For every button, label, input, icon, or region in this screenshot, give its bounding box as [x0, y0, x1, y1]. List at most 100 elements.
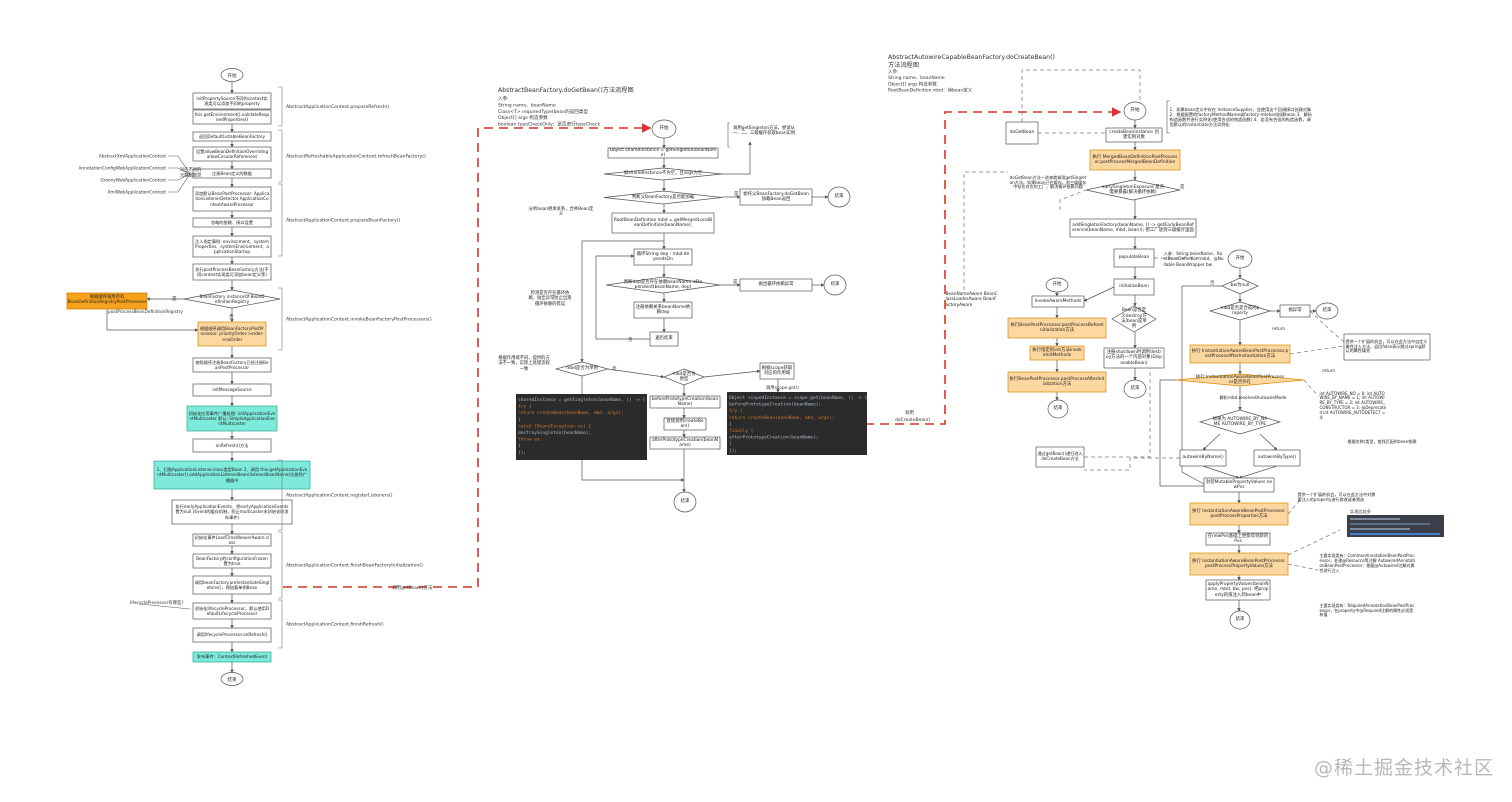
code-thumbnail: [1347, 515, 1444, 537]
code-line: }: [518, 443, 521, 449]
refresh-step: 1、扫描ApplicationListener.class类型Bean 2、调用…: [153, 460, 311, 490]
right-decision: mbd是否是合成的property: [1208, 301, 1272, 321]
lifecycle-note: lifecycleProcessor有哪些?: [130, 599, 184, 606]
code-line: sharedInstance = getSingleton(beanName, …: [518, 397, 646, 403]
right-step-label: 注册shutdown时调用destroy方法的一个内部对象(Disposable…: [1105, 350, 1163, 366]
left-end-label: 结束: [227, 676, 237, 683]
right-note-label: BeanNameAware BeanClassLoaderAware BeanF…: [945, 292, 998, 308]
refresh-step: 初始化事件LoadTimeWeaverAware.class: [192, 533, 272, 547]
code-line: try {: [729, 408, 743, 414]
right-note-label: 1、如果bean定义中存在 InstanceSupplier，会使用这个回调接口…: [1169, 106, 1313, 128]
mid-decision: mbd是否为原型: [663, 368, 705, 386]
right-step: createBeanInstance 创建实例对象: [1105, 127, 1163, 143]
right-param: 入参:: [888, 68, 899, 75]
right-decision-label: 执行 InstantiationAwareBeanPostProcessor是否…: [1195, 374, 1285, 385]
refresh-flowchart: 开始 initPropertySource不同的context实现类可以添加不同…: [66, 68, 432, 686]
right-decision-label: earlySingletonExposure 是否需要暴露(解决循环依赖): [1101, 184, 1165, 195]
code-line: });: [518, 450, 526, 456]
right-step: 抛异常: [1279, 304, 1311, 318]
dogetbean-box-label: doGetBean: [1009, 130, 1035, 136]
mid-title: AbstractBeanFactory.doGetBean()方法流程图: [498, 86, 634, 94]
mid-decision: mbd是否为单例: [554, 361, 610, 377]
refresh-step-label: 忽略的依赖、接口设置: [211, 219, 253, 225]
right-step: populateBean: [1113, 248, 1155, 268]
code-line: return createBean(beanName, mbd, args);: [729, 415, 835, 421]
right-step-label: addSingletonFactory(beanName, () -> getE…: [1072, 222, 1194, 233]
refresh-step-label: 添加默认BeanPostProcessor: ApplicationListen…: [194, 191, 270, 207]
right-step: initializeBean: [1113, 278, 1155, 296]
mid-note: 分析bean继承关系，合并Bean定义: [529, 207, 594, 217]
mid-step-label: 抛出循环依赖异常: [758, 282, 794, 288]
right-note-label: 主要实现类有：RequiredAnnotationBeanPostProcess…: [1319, 602, 1415, 618]
right-decision-label: mbd是否是合成的property: [1220, 305, 1260, 316]
context-class-label: XmlWebApplicationContext: [107, 190, 166, 196]
refresh-step: 设置allowBeanDefinitionOverriding allowCir…: [192, 146, 272, 162]
refresh-step: 调用beanFactory.preInstantiateSingletons()…: [192, 575, 272, 595]
mid-step: 抛出循环依赖异常: [739, 278, 813, 292]
return-label: return: [1272, 326, 1285, 332]
mid-decision-label: mbd是否为原型: [672, 371, 696, 382]
mid-step: afterPrototypeCreation(beanName): [649, 436, 721, 450]
mid-step-label: RootBeanDefinition mbd = getMergedLocalB…: [613, 217, 713, 228]
right-note: 根据名称/类型，查找匹配的bean依赖: [1348, 439, 1417, 444]
left-no-label: 否: [229, 314, 234, 320]
code-line: }: [518, 417, 521, 423]
section-label: AbstractApplicationContext.prepareBeanFa…: [286, 218, 401, 224]
context-class-label: AnnotationConfigWebApplicationContext: [78, 166, 166, 172]
code-block-singleton: [516, 394, 647, 460]
mid-note-label: 调用getSingleton方法，尝试从一、二、三级缓存获取bean实例: [732, 125, 796, 136]
mid-step-label: afterPrototypeCreation(beanName): [651, 437, 719, 448]
right-step: 执行 InstantiationAwareBeanPostProcessor.p…: [1189, 502, 1289, 526]
refresh-step-label: 初始化事件LoadTimeWeaverAware.class: [194, 534, 270, 545]
refresh-step-label: 调用lifecycleProcessor.onRefresh(): [196, 632, 268, 638]
mid-step-label: 注册依赖关系beanName依赖dep: [635, 304, 691, 315]
refresh-step: BeanFactory的configurationFrozen置为true: [192, 553, 272, 569]
mid-step-label: 根据scope获取对应的作用域: [761, 365, 793, 376]
bdrpp-label: 根据顺序调用所有BeanDefinitionRegistryPostProces…: [67, 295, 147, 306]
mid-end-node-label: 结束: [834, 194, 844, 200]
context-class-label: GroovyWebApplicationContext: [100, 178, 166, 184]
code-line: }: [729, 421, 732, 427]
right-decision-label: bw为null: [1230, 283, 1250, 289]
mid-decision-label: 判断dep是否存在依赖beanName isDependent(beanName…: [623, 279, 703, 290]
right-param: Object[] args 构造参数: [888, 80, 937, 87]
mid-step: beforePrototypeCreation(beanName): [649, 395, 721, 409]
mid-param: 入参:: [498, 95, 509, 102]
right-note: 主要实现类有：CommonAnnotationBeanPostProcessor…: [1320, 554, 1416, 573]
mid-end-node: 结束: [823, 274, 847, 296]
right-decision: 如果为 AUTOWIRE_BY_NAME AUTOWIRE_BY_TYPE: [1198, 409, 1282, 435]
refresh-step: initPropertySource不同的context实现类可以添加不同的pr…: [192, 92, 272, 110]
right-param: String name、beanName: [888, 75, 945, 81]
right-step-label: 执行 InstantiationAwareBeanPostProcessor.p…: [1192, 558, 1286, 569]
left-end-node: [220, 672, 244, 686]
init-start-node: 开始: [1045, 277, 1069, 293]
right-note: BeanNameAware BeanClassLoaderAware BeanF…: [945, 292, 998, 308]
left-yes-label: 是: [172, 296, 177, 302]
refresh-step-label: BeanFactory instanceOf BeanDefinitionReg…: [199, 293, 265, 304]
refresh-step-label: initMessageSource: [212, 387, 252, 393]
right-step-label: 封装MutablePropertyValues newPvs: [1205, 479, 1273, 490]
right-note-label: 提供一个扩展的机会，可以在此方法中对需要注入的property进行修改或者筛选: [1297, 492, 1376, 502]
context-note: 对应不同的元数据类型: [180, 166, 202, 179]
mid-end-node: 结束: [827, 186, 851, 208]
refresh-step: 忽略的依赖、接口设置: [192, 217, 272, 228]
code-line: Object scopedInstance = scope.get(beanNa…: [729, 395, 867, 401]
code-line: });: [729, 448, 737, 454]
right-no-label: 否: [1210, 280, 1215, 286]
refresh-step-label: 执行earlyApplicationEvents、把earlyApplicati…: [175, 504, 289, 520]
refresh-step: 发布事件：ContextRefreshedEvent: [192, 651, 272, 663]
mid-note: 调用getSingleton方法，尝试从一、二、三级缓存获取bean实例: [732, 125, 796, 136]
right-note-label: 入参：String beanName、RootBeanDefinition mb…: [1163, 251, 1224, 267]
right-step-label: 执行指定的init方法invokeInitMethods: [1032, 347, 1082, 358]
bdrpp-box: [66, 292, 148, 310]
code-line: try {: [518, 404, 532, 410]
dogetbean-flowchart: AbstractBeanFactory.doGetBean()方法流程图 入参:…: [498, 86, 867, 513]
right-step: 在newPvs基础上更新得到新的Pvs: [1205, 532, 1271, 546]
right-note-label: doGetBean方法一进来就调用getSingleton方法。如果bean已在…: [1009, 174, 1087, 190]
populate-end-node: 结束: [1315, 302, 1339, 320]
refresh-step-label: 注册Bean定义的数据: [212, 170, 252, 176]
refresh-step: BeanFactory instanceOf BeanDefinitionReg…: [183, 289, 281, 309]
right-note: 1、如果bean定义中存在 InstanceSupplier，会使用这个回调接口…: [1169, 106, 1313, 128]
